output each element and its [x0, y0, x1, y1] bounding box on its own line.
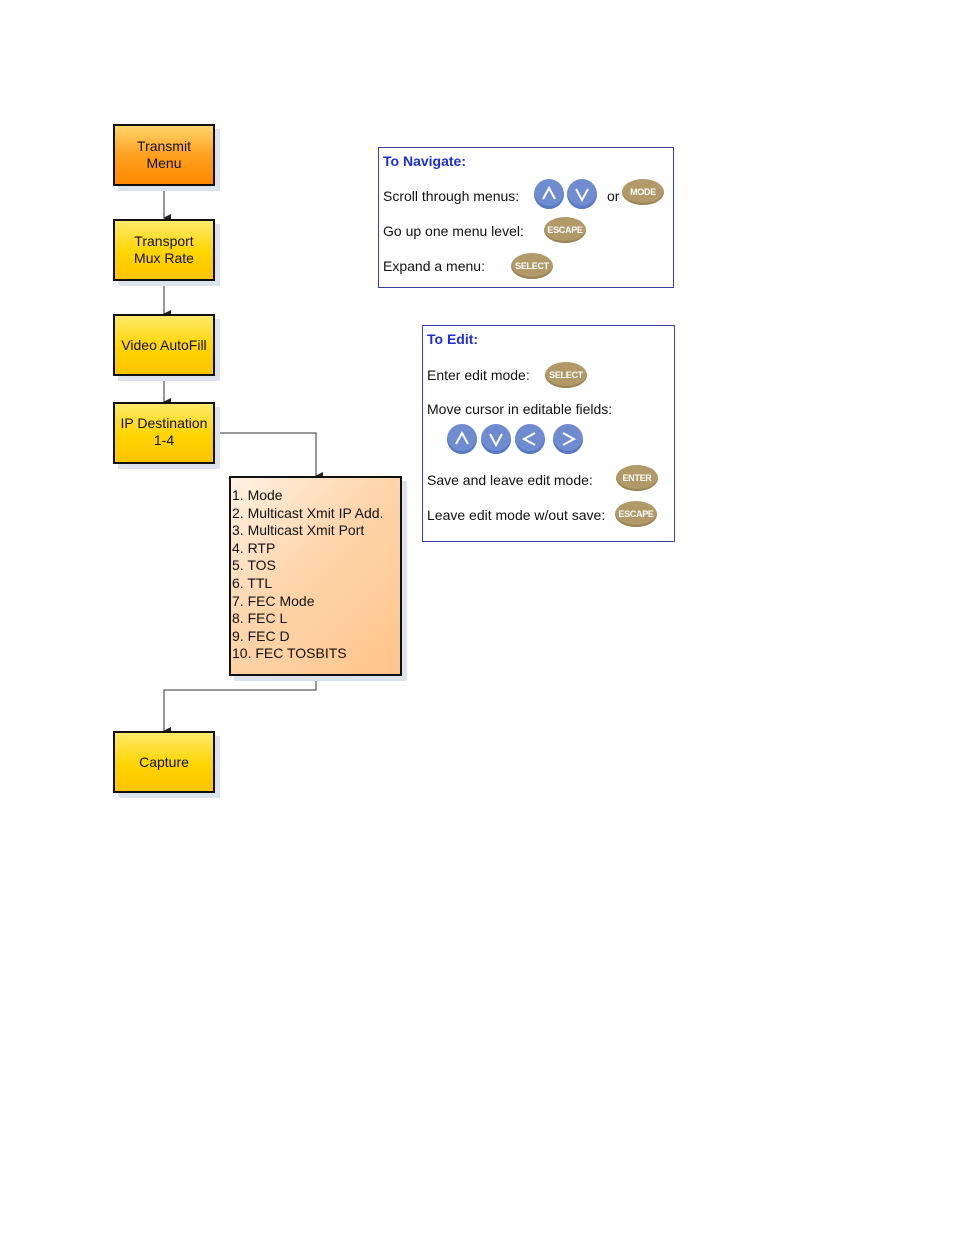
submenu-item: 3. Multicast Xmit Port: [232, 522, 365, 539]
ip-destination-line-1: IP Destination: [120, 415, 208, 431]
submenu-item: 6. TTL: [232, 574, 273, 591]
capture-label: Capture: [139, 753, 189, 770]
connector-submenu-capture: [163, 676, 317, 735]
submenu-item: 5. TOS: [232, 557, 276, 574]
submenu-item: 8. FEC L: [232, 610, 288, 627]
or-label: or: [607, 188, 620, 204]
right-arrow-icon: [553, 424, 583, 454]
submenu-item: 1. Mode: [232, 487, 283, 503]
transmit-menu-line-2: Menu: [146, 155, 182, 171]
scroll-menus-label: Scroll through menus:: [383, 188, 520, 204]
select-key-icon: SELECT: [545, 362, 587, 388]
submenu-item: 10. FEC TOSBITS: [232, 645, 347, 662]
save-leave-edit-label: Save and leave edit mode:: [427, 472, 593, 488]
capture-box: Capture: [113, 731, 215, 793]
transport-mux-line-1: Transport: [134, 233, 194, 249]
enter-key-icon: ENTER: [616, 465, 658, 491]
ip-destination-line-2: 1-4: [153, 432, 175, 448]
enter-edit-mode-label: Enter edit mode:: [427, 367, 530, 383]
move-cursor-label: Move cursor in editable fields:: [427, 401, 613, 417]
down-arrow-icon: [567, 179, 597, 209]
transport-mux-line-2: Mux Rate: [134, 250, 194, 266]
up-arrow-icon: [534, 179, 564, 209]
select-key-icon: SELECT: [511, 253, 553, 279]
edit-title: To Edit:: [427, 331, 479, 347]
expand-menu-label: Expand a menu:: [383, 258, 485, 274]
video-autofill-label: Video AutoFill: [121, 336, 207, 353]
navigate-panel: To Navigate: Scroll through menus: or MO…: [378, 147, 674, 288]
video-autofill-box: Video AutoFill: [113, 314, 215, 376]
leave-without-save-label: Leave edit mode w/out save:: [427, 507, 606, 523]
left-arrow-icon: [515, 424, 545, 454]
ip-destination-box: IP Destination 1-4: [113, 402, 215, 464]
edit-panel: To Edit: Enter edit mode: SELECT Move cu…: [422, 325, 675, 542]
transmit-menu-line-1: Transmit: [137, 138, 191, 154]
connector-ip-submenu: [215, 432, 323, 480]
ip-destination-submenu: 1. Mode 2. Multicast Xmit IP Add. 3. Mul…: [229, 476, 402, 676]
up-menu-level-label: Go up one menu level:: [383, 223, 524, 239]
mode-key-icon: MODE: [622, 179, 664, 205]
escape-key-icon: ESCAPE: [615, 501, 657, 527]
submenu-item: 4. RTP: [232, 539, 276, 556]
navigate-title: To Navigate:: [383, 153, 466, 169]
down-arrow-icon: [481, 424, 511, 454]
submenu-item: 9. FEC D: [232, 627, 290, 644]
escape-key-icon: ESCAPE: [544, 217, 586, 243]
up-arrow-icon: [447, 424, 477, 454]
submenu-item: 2. Multicast Xmit IP Add.: [232, 504, 384, 521]
transmit-menu-box: Transmit Menu: [113, 124, 215, 186]
submenu-item: 7. FEC Mode: [232, 592, 315, 609]
transport-mux-rate-box: Transport Mux Rate: [113, 219, 215, 281]
